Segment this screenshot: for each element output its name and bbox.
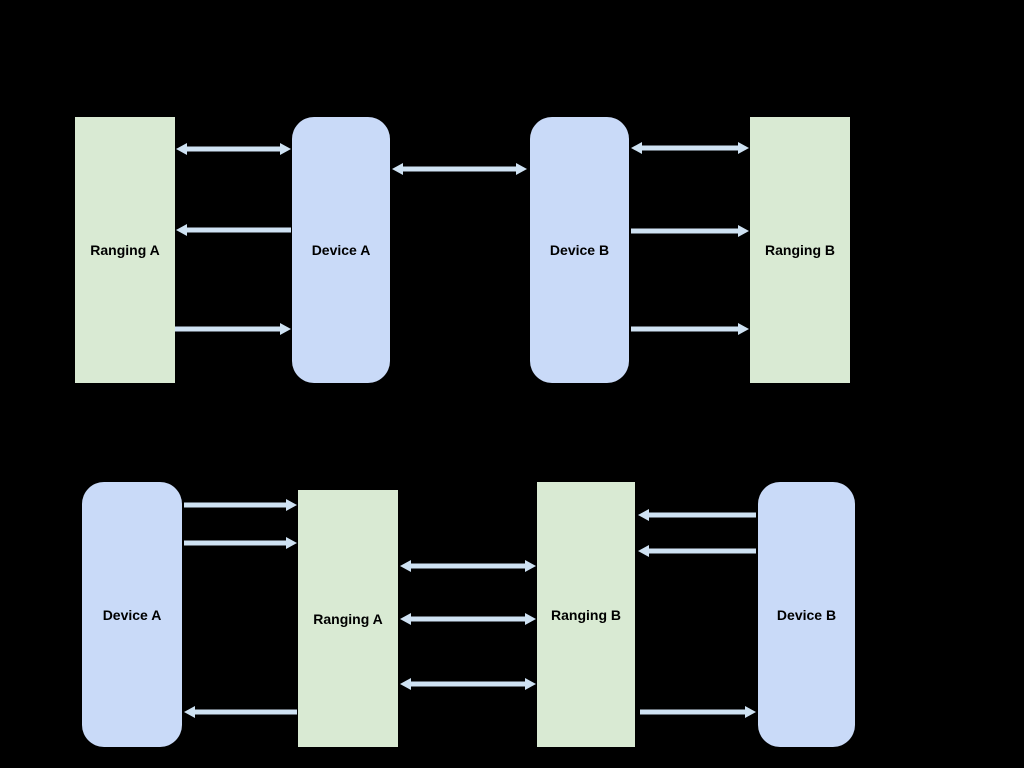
arrow-both-top-center-1 xyxy=(392,161,527,177)
arrow-shaft xyxy=(193,709,297,715)
arrow-shaft xyxy=(631,326,740,332)
arrow-left-bottom-right-1 xyxy=(638,507,756,523)
arrow-both-top-right-1 xyxy=(631,140,749,156)
arrowhead-right-icon xyxy=(286,537,297,549)
arrow-shaft xyxy=(640,145,740,151)
arrowhead-right-icon xyxy=(516,163,527,175)
arrow-both-bottom-center-2 xyxy=(400,611,536,627)
arrow-shaft xyxy=(185,227,291,233)
arrowhead-left-icon xyxy=(400,560,411,572)
arrowhead-right-icon xyxy=(280,323,291,335)
arrow-shaft xyxy=(184,502,288,508)
arrowhead-left-icon xyxy=(400,678,411,690)
arrowhead-right-icon xyxy=(738,225,749,237)
box-ranging-a-bottom: Ranging A xyxy=(298,490,398,747)
arrowhead-right-icon xyxy=(738,142,749,154)
arrowhead-right-icon xyxy=(525,678,536,690)
arrow-left-top-left-2 xyxy=(176,222,291,238)
arrow-right-top-right-3 xyxy=(631,321,749,337)
arrow-shaft xyxy=(640,709,747,715)
arrowhead-right-icon xyxy=(745,706,756,718)
arrow-shaft xyxy=(409,563,527,569)
arrowhead-left-icon xyxy=(176,143,187,155)
box-label-ranging-b-bottom: Ranging B xyxy=(551,606,621,623)
arrowhead-left-icon xyxy=(631,142,642,154)
arrow-shaft xyxy=(184,540,288,546)
box-device-a-top: Device A xyxy=(292,117,390,383)
arrow-left-bottom-right-2 xyxy=(638,543,756,559)
box-device-a-bottom: Device A xyxy=(82,482,182,747)
arrowhead-right-icon xyxy=(525,560,536,572)
arrowhead-left-icon xyxy=(638,545,649,557)
arrow-shaft xyxy=(401,166,518,172)
arrowhead-left-icon xyxy=(184,706,195,718)
arrow-right-bottom-right-3 xyxy=(640,704,756,720)
box-label-device-a-bottom: Device A xyxy=(102,606,162,623)
box-label-device-b-top: Device B xyxy=(549,242,610,258)
arrow-right-top-right-2 xyxy=(631,223,749,239)
arrow-both-top-left-1 xyxy=(176,141,291,157)
box-label-device-a-top: Device A xyxy=(311,242,371,258)
box-label-ranging-a-bottom: Ranging A xyxy=(313,610,383,627)
arrow-shaft xyxy=(631,228,740,234)
arrowhead-right-icon xyxy=(525,613,536,625)
box-device-b-bottom: Device B xyxy=(758,482,855,747)
box-device-b-top: Device B xyxy=(530,117,629,383)
arrow-shaft xyxy=(647,548,756,554)
arrowhead-right-icon xyxy=(738,323,749,335)
arrowhead-left-icon xyxy=(176,224,187,236)
box-ranging-b-bottom: Ranging B xyxy=(537,482,635,747)
arrow-shaft xyxy=(185,146,282,152)
box-ranging-a-top: Ranging A xyxy=(75,117,175,383)
arrow-right-bottom-left-2 xyxy=(184,535,297,551)
arrow-left-bottom-left-3 xyxy=(184,704,297,720)
arrowhead-right-icon xyxy=(286,499,297,511)
arrow-shaft xyxy=(409,681,527,687)
arrow-shaft xyxy=(409,616,527,622)
box-label-ranging-a-top: Ranging A xyxy=(90,242,160,258)
arrowhead-right-icon xyxy=(280,143,291,155)
box-ranging-b-top: Ranging B xyxy=(750,117,850,383)
box-label-ranging-b-top: Ranging B xyxy=(765,242,835,258)
arrow-both-bottom-center-1 xyxy=(400,558,536,574)
arrow-both-bottom-center-3 xyxy=(400,676,536,692)
arrowhead-left-icon xyxy=(400,613,411,625)
arrowhead-left-icon xyxy=(392,163,403,175)
arrow-right-top-left-3 xyxy=(175,321,291,337)
box-label-device-b-bottom: Device B xyxy=(776,606,837,623)
arrowhead-left-icon xyxy=(638,509,649,521)
arrow-shaft xyxy=(647,512,756,518)
arrow-right-bottom-left-1 xyxy=(184,497,297,513)
arrow-shaft xyxy=(175,326,282,332)
